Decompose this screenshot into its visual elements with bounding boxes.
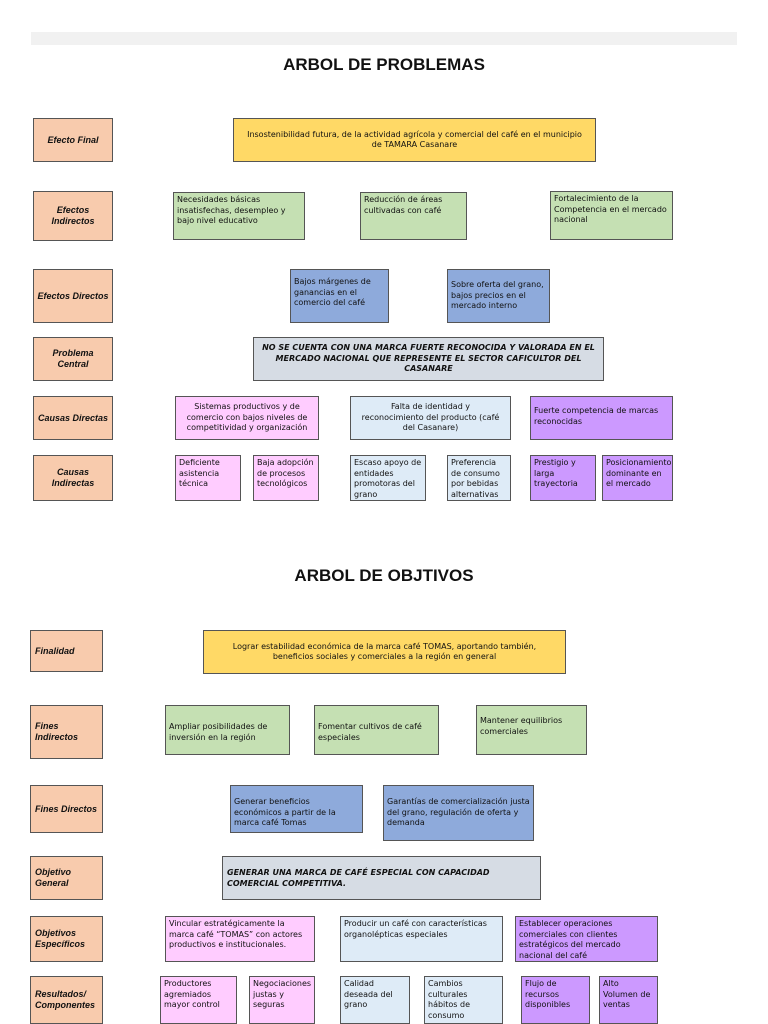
causa-indirecta-5: Prestigio y larga trayectoria: [530, 455, 596, 501]
label-efectos-indirectos: Efectos Indirectos: [33, 191, 113, 241]
label-problema-central: Problema Central: [33, 337, 113, 381]
resultado-1: Productores agremiados mayor control: [160, 976, 237, 1024]
objectives-title: ARBOL DE OBJTIVOS: [294, 566, 474, 585]
resultado-5: Flujo de recursos disponibles: [521, 976, 590, 1024]
causa-indirecta-6: Posicionamiento dominante en el mercado: [602, 455, 673, 501]
efecto-directo-1: Bajos márgenes de ganancias en el comerc…: [290, 269, 389, 323]
label-efecto-final: Efecto Final: [33, 118, 113, 162]
problems-title: ARBOL DE PROBLEMAS: [283, 55, 485, 74]
efecto-indirecto-2: Reducción de áreas cultivadas con café: [360, 192, 467, 240]
causa-indirecta-2: Baja adopción de procesos tecnológicos: [253, 455, 319, 501]
resultado-3: Calidad deseada del grano: [340, 976, 410, 1024]
objetivo-especifico-3: Establecer operaciones comerciales con c…: [515, 916, 658, 962]
label-objetivo-general: Objetivo General: [30, 856, 103, 900]
fin-indirecto-3: Mantener equilibrios comerciales: [476, 705, 587, 755]
efecto-indirecto-3: Fortalecimiento de la Competencia en el …: [550, 191, 673, 240]
causa-indirecta-3: Escaso apoyo de entidades promotoras del…: [350, 455, 426, 501]
label-efectos-directos: Efectos Directos: [33, 269, 113, 323]
resultado-2: Negociaciones justas y seguras: [249, 976, 315, 1024]
label-fines-directos: Fines Directos: [30, 785, 103, 833]
label-fines-indirectos: Fines Indirectos: [30, 705, 103, 759]
objetivo-general-box: GENERAR UNA MARCA DE CAFÉ ESPECIAL CON C…: [222, 856, 541, 900]
top-bar: [31, 32, 737, 45]
causa-indirecta-1: Deficiente asistencia técnica: [175, 455, 241, 501]
causa-directa-2: Falta de identidad y reconocimiento del …: [350, 396, 511, 440]
objetivo-especifico-1: Vincular estratégicamente la marca café …: [165, 916, 315, 962]
finalidad-box: Lograr estabilidad económica de la marca…: [203, 630, 566, 674]
objetivo-especifico-2: Producir un café con características org…: [340, 916, 503, 962]
efecto-directo-2: Sobre oferta del grano, bajos precios en…: [447, 269, 550, 323]
efecto-final-box: Insostenibilidad futura, de la actividad…: [233, 118, 596, 162]
label-finalidad: Finalidad: [30, 630, 103, 672]
label-resultados: Resultados/ Componentes: [30, 976, 103, 1024]
fin-directo-1: Generar beneficios económicos a partir d…: [230, 785, 363, 833]
problema-central-box: NO SE CUENTA CON UNA MARCA FUERTE RECONO…: [253, 337, 604, 381]
label-objetivos-especificos: Objetivos Específicos: [30, 916, 103, 962]
fin-directo-2: Garantías de comercialización justa del …: [383, 785, 534, 841]
efecto-indirecto-1: Necesidades básicas insatisfechas, desem…: [173, 192, 305, 240]
resultado-4: Cambios culturales hábitos de consumo: [424, 976, 503, 1024]
fin-indirecto-2: Fomentar cultivos de café especiales: [314, 705, 439, 755]
label-causas-indirectas: Causas Indirectas: [33, 455, 113, 501]
resultado-6: Alto Volumen de ventas: [599, 976, 658, 1024]
label-causas-directas: Causas Directas: [33, 396, 113, 440]
fin-indirecto-1: Ampliar posibilidades de inversión en la…: [165, 705, 290, 755]
causa-directa-3: Fuerte competencia de marcas reconocidas: [530, 396, 673, 440]
causa-directa-1: Sistemas productivos y de comercio con b…: [175, 396, 319, 440]
causa-indirecta-4: Preferencia de consumo por bebidas alter…: [447, 455, 511, 501]
